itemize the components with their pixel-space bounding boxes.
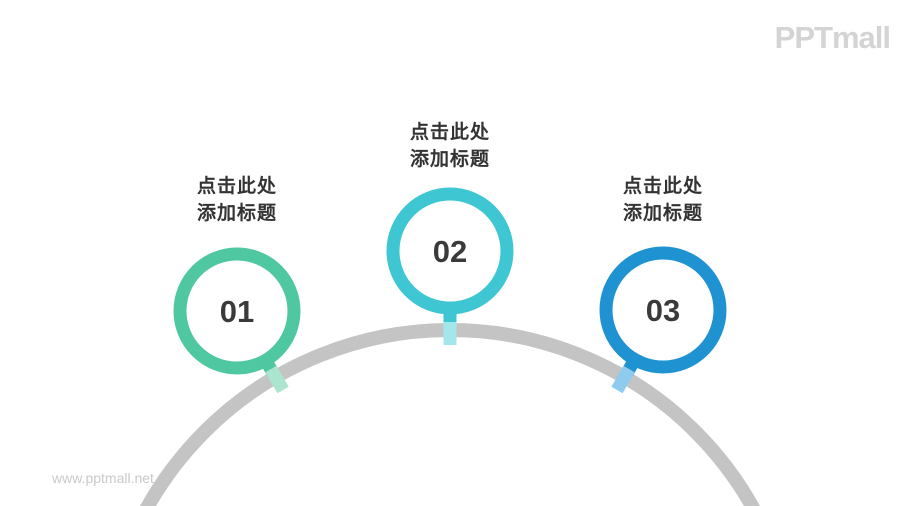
step-circle-2[interactable]: [386, 187, 514, 315]
step-number-1: 01: [220, 294, 254, 329]
pptmall-logo: PPTmall: [774, 20, 891, 55]
connector-patch-3: [611, 365, 635, 394]
title-3-line-1: 点击此处: [622, 176, 703, 197]
title-2-line-1: 点击此处: [409, 122, 490, 143]
title-2-line-2: 添加标题: [409, 149, 490, 170]
title-3-line-2: 添加标题: [622, 203, 703, 224]
title-placeholder-3[interactable]: 点击此处 添加标题: [573, 173, 753, 227]
title-placeholder-2[interactable]: 点击此处 添加标题: [360, 119, 540, 173]
step-number-2: 02: [433, 234, 467, 269]
step-circle-3[interactable]: [599, 246, 727, 374]
step-circle-1[interactable]: [173, 247, 301, 375]
step-number-3: 03: [646, 293, 680, 328]
title-1-line-2: 添加标题: [196, 203, 277, 224]
title-1-line-1: 点击此处: [196, 176, 277, 197]
watermark-url: www.pptmall.net: [52, 470, 154, 486]
title-placeholder-1[interactable]: 点击此处 添加标题: [147, 173, 327, 227]
connector-patch-1: [265, 365, 289, 394]
